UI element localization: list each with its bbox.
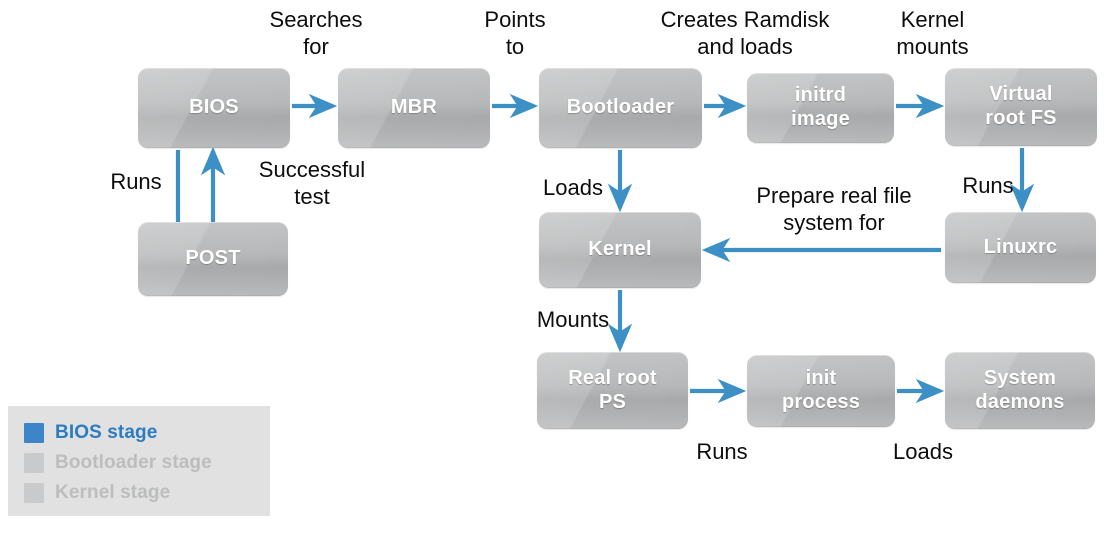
edge-label-prepare-real-file-system: Prepare real file system for <box>756 183 912 236</box>
legend-swatch-bootloader-stage <box>24 453 44 473</box>
node-bios[interactable]: BIOS <box>138 68 290 148</box>
node-mbr-line-0: MBR <box>390 96 438 119</box>
node-init-process-line-1: process <box>781 391 861 413</box>
node-kernel-line-0: Kernel <box>588 238 652 261</box>
node-virtual-root-fs-line-1: root FS <box>985 107 1057 129</box>
node-post-line-0: POST <box>185 247 241 270</box>
edge-label-loads-daemons: Loads <box>893 439 953 464</box>
edge-label-successful-test: Successful test <box>258 157 366 210</box>
legend-label-bios-stage: BIOS stage <box>55 422 158 443</box>
edge-label-mounts-kernel-root: Mounts <box>536 307 610 332</box>
edge-label-runs-post-bios: Runs <box>110 169 162 194</box>
node-init-process-line-0: init <box>805 367 837 390</box>
legend-label-bootloader-stage: Bootloader stage <box>55 452 212 473</box>
legend-label-kernel-stage: Kernel stage <box>55 482 171 503</box>
legend-swatch-bios-stage <box>24 423 44 443</box>
node-virtual-root-fs[interactable]: Virtual root FS <box>945 68 1097 146</box>
node-real-root-ps[interactable]: Real root PS <box>537 352 688 429</box>
legend-item-bootloader-stage: Bootloader stage <box>24 448 256 478</box>
node-bootloader[interactable]: Bootloader <box>539 68 702 148</box>
node-mbr[interactable]: MBR <box>338 68 490 148</box>
legend-swatch-kernel-stage <box>24 483 44 503</box>
edge-label-runs-init: Runs <box>696 439 748 464</box>
node-bootloader-line-0: Bootloader <box>566 96 675 119</box>
legend: BIOS stage Bootloader stage Kernel stage <box>8 406 270 516</box>
node-real-root-ps-line-0: Real root <box>568 366 657 389</box>
node-initrd-image-line-0: initrd <box>794 84 847 107</box>
node-init-process[interactable]: init process <box>747 355 895 427</box>
node-kernel[interactable]: Kernel <box>539 212 701 288</box>
node-system-daemons-line-1: daemons <box>975 390 1065 413</box>
edge-label-kernel-mounts: Kernel mounts <box>896 7 969 60</box>
edge-label-loads-bootloader-kernel: Loads <box>543 175 603 200</box>
legend-item-bios-stage: BIOS stage <box>24 418 256 448</box>
node-linuxrc-line-0: Linuxrc <box>983 235 1058 258</box>
node-bios-line-0: BIOS <box>189 96 239 119</box>
edge-label-runs-virtual-root-fs: Runs <box>962 173 1014 198</box>
edge-label-points-to: Points to <box>484 7 546 60</box>
legend-item-kernel-stage: Kernel stage <box>24 478 256 508</box>
node-system-daemons[interactable]: System daemons <box>945 352 1095 429</box>
node-virtual-root-fs-line-0: Virtual <box>989 83 1053 106</box>
node-initrd-image-line-1: image <box>791 108 850 130</box>
node-post[interactable]: POST <box>138 222 288 296</box>
node-initrd-image[interactable]: initrd image <box>747 73 894 143</box>
node-system-daemons-line-0: System <box>983 366 1057 389</box>
edge-label-creates-ramdisk: Creates Ramdisk and loads <box>660 7 830 60</box>
node-real-root-ps-line-1: PS <box>598 390 627 413</box>
node-linuxrc[interactable]: Linuxrc <box>945 212 1096 283</box>
edge-label-searches-for: Searches for <box>269 7 363 60</box>
